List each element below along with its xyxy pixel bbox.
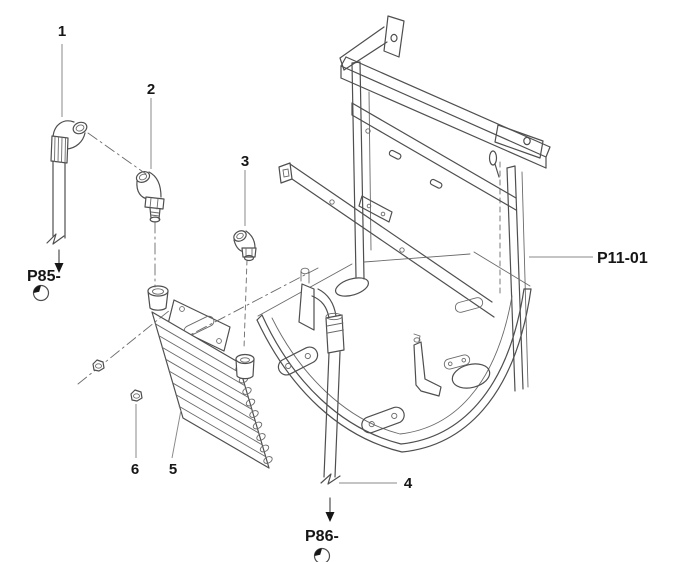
frame-assembly bbox=[256, 15, 593, 453]
callout-4: 4 bbox=[404, 475, 413, 492]
page-ref-p85: P85- bbox=[27, 268, 61, 285]
page-ref-p86: P86- bbox=[305, 528, 339, 545]
callout-3: 3 bbox=[241, 153, 249, 170]
continuation-circle-icon bbox=[32, 284, 50, 302]
down-arrow-icon bbox=[54, 249, 64, 273]
down-arrow-icon bbox=[325, 497, 335, 522]
oil-cooler bbox=[147, 285, 273, 469]
flange-nuts bbox=[77, 309, 171, 402]
callout-6: 6 bbox=[131, 461, 139, 478]
hose-4 bbox=[311, 288, 345, 522]
callout-5: 5 bbox=[169, 461, 177, 478]
elbow-fitting-3 bbox=[189, 230, 319, 349]
callout-leaders bbox=[61, 44, 397, 484]
hose-1 bbox=[46, 120, 147, 273]
continuation-circle-icon bbox=[313, 547, 331, 562]
callout-1: 1 bbox=[58, 23, 66, 40]
page-ref-p11-01: P11-01 bbox=[597, 250, 648, 267]
callout-2: 2 bbox=[147, 81, 155, 98]
elbow-fitting-2 bbox=[135, 171, 165, 288]
